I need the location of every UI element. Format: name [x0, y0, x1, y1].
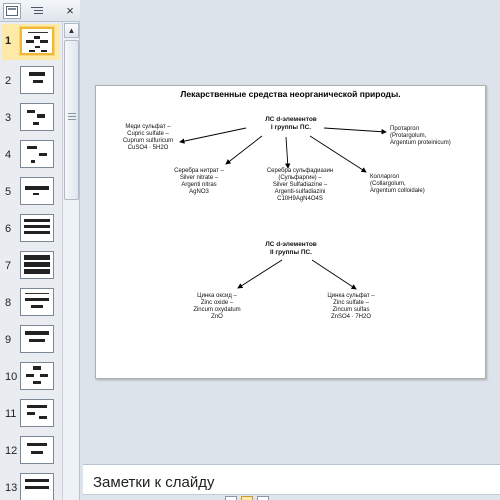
slide-preview: [20, 399, 54, 427]
zinc-sulfate-node[interactable]: Цинка сульфат – Zinc sulfate – Zincum su…: [327, 293, 375, 320]
silver-nitrate-node[interactable]: Серебра нитрат – Silver nitrate – Argent…: [174, 168, 224, 195]
thumbnail-slide-6[interactable]: 6: [0, 214, 62, 246]
slide-number: 10: [5, 371, 18, 383]
arrow-to-protargol: [323, 127, 387, 135]
arrow-to-zinc-sulfate: [311, 259, 357, 290]
slide-number: 6: [5, 223, 12, 235]
slide-preview: [20, 288, 54, 316]
outline-icon: [31, 7, 43, 14]
slide-preview: [20, 325, 54, 353]
slides-tab[interactable]: [3, 3, 21, 19]
slide-number: 8: [5, 297, 12, 309]
scrollbar-thumb[interactable]: [64, 40, 79, 200]
arrow-to-collargol: [309, 135, 367, 173]
close-icon: ×: [66, 3, 74, 18]
slide-number: 12: [5, 445, 18, 457]
thumbnail-slide-1[interactable]: 1: [2, 24, 60, 60]
slide-number: 4: [5, 149, 12, 161]
slide-number: 2: [5, 75, 12, 87]
thumbnail-slide-4[interactable]: 4: [0, 140, 62, 172]
slide-sorter-icon[interactable]: [241, 496, 253, 500]
collargol-node[interactable]: Колларгол (Collargolum, Argentum colloid…: [370, 174, 425, 194]
slides-icon: [6, 6, 18, 16]
silver-sulfadiazine-node[interactable]: Серебра сульфадиазин (Сульфаргин) – Silv…: [266, 168, 334, 202]
slide-number: 9: [5, 334, 12, 346]
slide-thumbnail-pane: × 1 2 3: [0, 0, 80, 500]
slide-preview: [20, 436, 54, 464]
slide-title[interactable]: Лекарственные средства неорганической пр…: [180, 89, 401, 99]
chevron-up-icon: ▲: [67, 26, 76, 35]
grip-icon: [68, 113, 76, 125]
arrow-to-zinc-oxide: [237, 259, 283, 289]
group-1-label[interactable]: ЛС d-элементов I группы ПС.: [265, 116, 317, 131]
thumbnail-scrollbar[interactable]: ▲: [62, 22, 79, 500]
slide-editing-area[interactable]: Лекарственные средства неорганической пр…: [81, 0, 500, 462]
thumbnail-slide-9[interactable]: 9: [0, 325, 62, 357]
arrow-connectors: [179, 127, 387, 290]
notes-placeholder[interactable]: Заметки к слайду: [93, 474, 215, 491]
status-bar: [83, 494, 500, 500]
arrow-to-silver-nitrate: [225, 135, 263, 165]
thumbnail-slide-5[interactable]: 5: [0, 177, 62, 209]
group-2-label[interactable]: ЛС d-элементов II группы ПС.: [265, 241, 317, 256]
thumbnail-slide-8[interactable]: 8: [0, 288, 62, 320]
slide-preview: [20, 66, 54, 94]
slide-number: 1: [5, 35, 12, 47]
slide-preview: [20, 103, 54, 131]
close-pane-button[interactable]: ×: [62, 2, 78, 19]
arrow-to-copper: [179, 127, 247, 144]
thumbnail-slide-3[interactable]: 3: [0, 103, 62, 135]
slide-number: 7: [5, 260, 12, 272]
arrow-to-silver-sulfa: [285, 136, 291, 169]
thumbnail-list: 1 2 3: [0, 22, 62, 500]
slide-preview: [20, 473, 54, 500]
slide-number: 5: [5, 186, 12, 198]
slide-preview: [20, 27, 54, 55]
outline-tab[interactable]: [28, 3, 46, 19]
copper-sulfate-node[interactable]: Меди сульфат – Cupric sulfate – Cuprum s…: [122, 124, 174, 151]
slide-preview: [20, 214, 54, 242]
slide-canvas[interactable]: Лекарственные средства неорганической пр…: [95, 85, 486, 379]
thumbnail-slide-12[interactable]: 12: [0, 436, 62, 468]
reading-view-icon[interactable]: [257, 496, 269, 500]
slide-number: 13: [5, 482, 18, 494]
normal-view-icon[interactable]: [225, 496, 237, 500]
thumbnail-slide-2[interactable]: 2: [0, 66, 62, 98]
thumbnail-slide-7[interactable]: 7: [0, 251, 62, 283]
zinc-oxide-node[interactable]: Цинка оксид – Zinc oxide – Zincum oxydat…: [193, 293, 241, 320]
slide-preview: [20, 362, 54, 390]
slide-number: 11: [5, 408, 17, 420]
slide-number: 3: [5, 112, 12, 124]
thumbnail-slide-11[interactable]: 11: [0, 399, 62, 431]
thumbnail-slide-13[interactable]: 13: [0, 473, 62, 500]
slide-preview: [20, 251, 54, 279]
thumbnail-slide-10[interactable]: 10: [0, 362, 62, 394]
pane-tabs: ×: [0, 0, 80, 22]
protargol-node[interactable]: Протаргол (Protargolum, Argentum protein…: [390, 126, 451, 146]
slide-preview: [20, 177, 54, 205]
slide-preview: [20, 140, 54, 168]
scroll-up-button[interactable]: ▲: [64, 23, 79, 38]
